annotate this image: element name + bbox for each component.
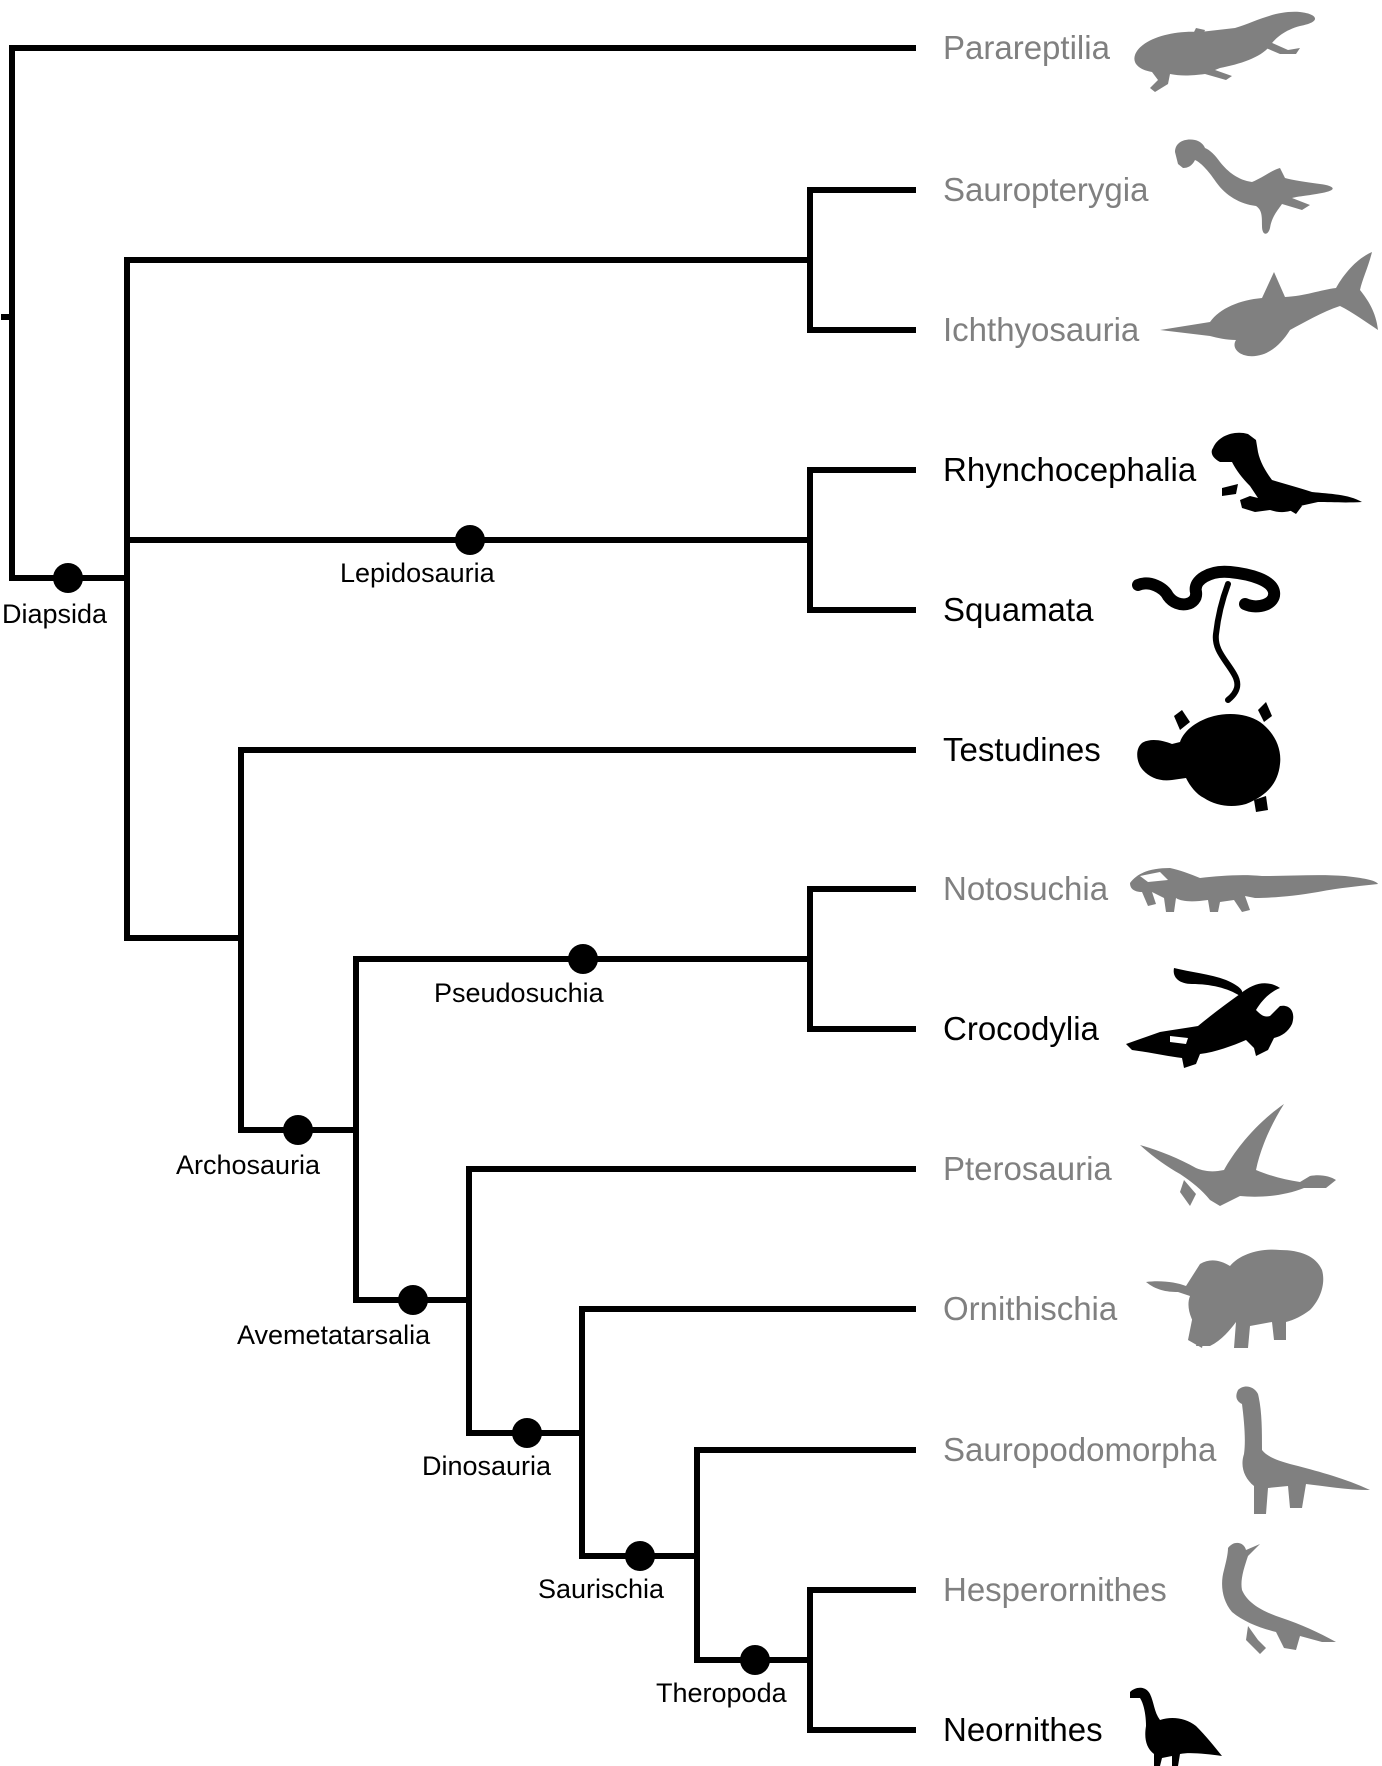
clade-label-avemetatarsalia: Avemetatarsalia	[237, 1320, 431, 1350]
node-lepidosauria	[455, 525, 485, 555]
taxon-label-ichthyosauria: Ichthyosauria	[943, 311, 1140, 348]
snake-silhouette-icon	[1132, 565, 1281, 703]
tree-branches	[1, 45, 916, 1733]
sauropod-silhouette-icon	[1236, 1386, 1370, 1514]
taxon-label-hesperornithes: Hesperornithes	[943, 1571, 1167, 1608]
taxon-label-ornithischia: Ornithischia	[943, 1290, 1118, 1327]
clade-label-saurischia: Saurischia	[538, 1574, 665, 1604]
node-pseudosuchia	[568, 944, 598, 974]
taxon-label-neornithes: Neornithes	[943, 1711, 1103, 1748]
hesperornis-silhouette-icon	[1222, 1542, 1336, 1654]
tuatara-silhouette-icon	[1211, 432, 1362, 514]
taxon-label-rhynchocephalia: Rhynchocephalia	[943, 451, 1197, 488]
node-archosauria	[283, 1115, 313, 1145]
clade-label-archosauria: Archosauria	[176, 1150, 321, 1180]
triceratops-silhouette-icon	[1146, 1249, 1324, 1348]
node-dinosauria	[512, 1418, 542, 1448]
clade-label-dinosauria: Dinosauria	[422, 1451, 552, 1481]
taxon-label-pterosauria: Pterosauria	[943, 1150, 1112, 1187]
taxon-labels: Parareptilia Sauropterygia Ichthyosauria…	[943, 29, 1217, 1748]
clade-labels: Diapsida Lepidosauria Pseudosuchia Archo…	[2, 558, 788, 1708]
clade-label-lepidosauria: Lepidosauria	[340, 558, 496, 588]
taxon-label-squamata: Squamata	[943, 591, 1094, 628]
turtle-silhouette-icon	[1137, 702, 1281, 812]
ichthyosaur-silhouette-icon	[1160, 252, 1378, 357]
bird-silhouette-icon	[1130, 1687, 1222, 1766]
plesiosaur-silhouette-icon	[1175, 139, 1333, 234]
node-saurischia	[625, 1541, 655, 1571]
taxon-label-notosuchia: Notosuchia	[943, 870, 1109, 907]
node-avemetatarsalia	[398, 1285, 428, 1315]
taxon-label-parareptilia: Parareptilia	[943, 29, 1111, 66]
node-theropoda	[740, 1645, 770, 1675]
node-diapsida	[53, 563, 83, 593]
taxon-label-testudines: Testudines	[943, 731, 1101, 768]
clade-nodes	[53, 525, 770, 1675]
taxon-label-crocodylia: Crocodylia	[943, 1010, 1100, 1047]
crocodile-silhouette-icon	[1126, 968, 1294, 1068]
clade-label-diapsida: Diapsida	[2, 599, 108, 629]
taxon-label-sauropodomorpha: Sauropodomorpha	[943, 1431, 1217, 1468]
clade-label-pseudosuchia: Pseudosuchia	[434, 978, 605, 1008]
clade-label-theropoda: Theropoda	[656, 1678, 788, 1708]
notosuchian-silhouette-icon	[1130, 868, 1378, 912]
silhouettes	[1126, 11, 1378, 1766]
taxon-label-sauropterygia: Sauropterygia	[943, 171, 1149, 208]
parareptile-silhouette-icon	[1134, 11, 1316, 93]
pterosaur-silhouette-icon	[1140, 1104, 1336, 1206]
